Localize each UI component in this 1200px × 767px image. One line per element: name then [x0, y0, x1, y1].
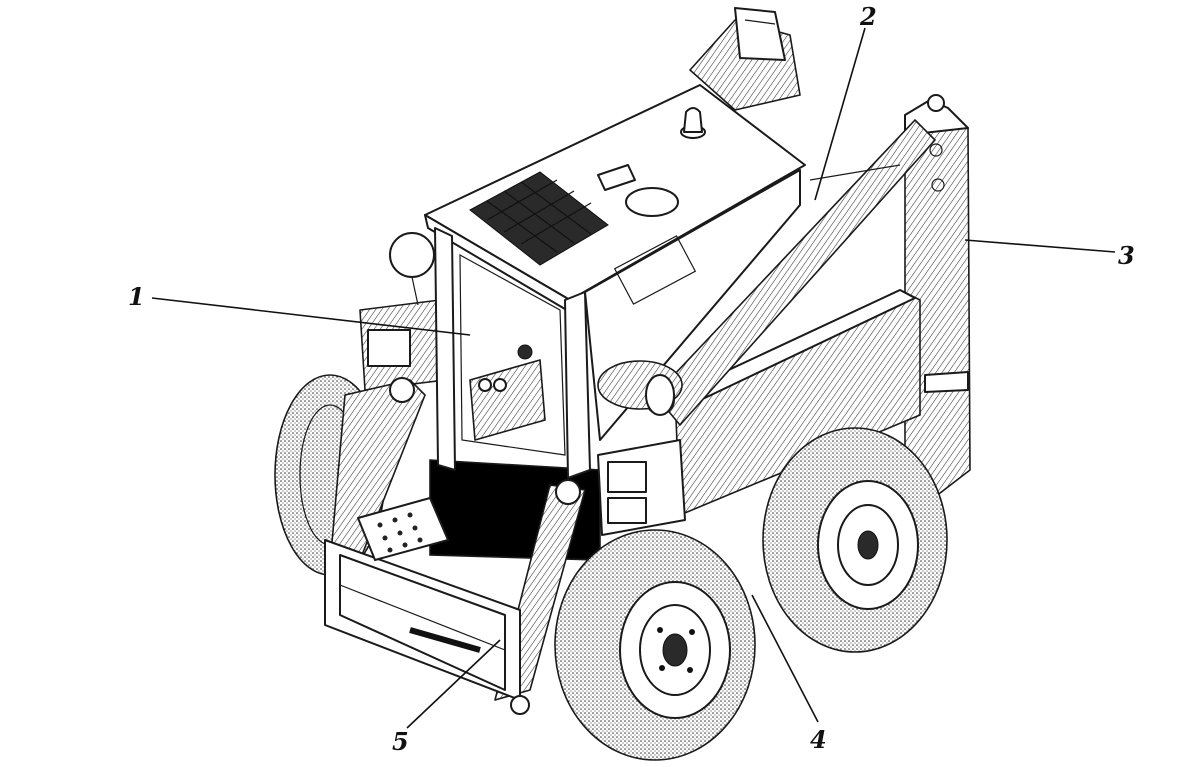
loader-arms [324, 377, 586, 715]
leader-3 [964, 239, 1116, 253]
leader-2 [814, 27, 866, 201]
roof-vent-grid [469, 171, 609, 266]
front-right-wheel [554, 529, 756, 761]
leader-1 [151, 297, 471, 336]
rear-right-wheel [762, 427, 948, 653]
callout-labels: 1 2 3 4 5 [128, 2, 1135, 756]
rear-lift-frame [904, 94, 971, 521]
callout-leaders [151, 27, 1116, 729]
callout-2: 2 [859, 2, 877, 31]
callout-5: 5 [392, 727, 409, 756]
leader-4 [751, 594, 819, 723]
operator-cab [389, 84, 806, 479]
callout-1: 1 [128, 282, 145, 311]
leader-5 [406, 639, 501, 729]
callout-4: 4 [810, 725, 827, 754]
top-boom-arm [689, 7, 801, 111]
callout-3: 3 [1118, 241, 1135, 270]
